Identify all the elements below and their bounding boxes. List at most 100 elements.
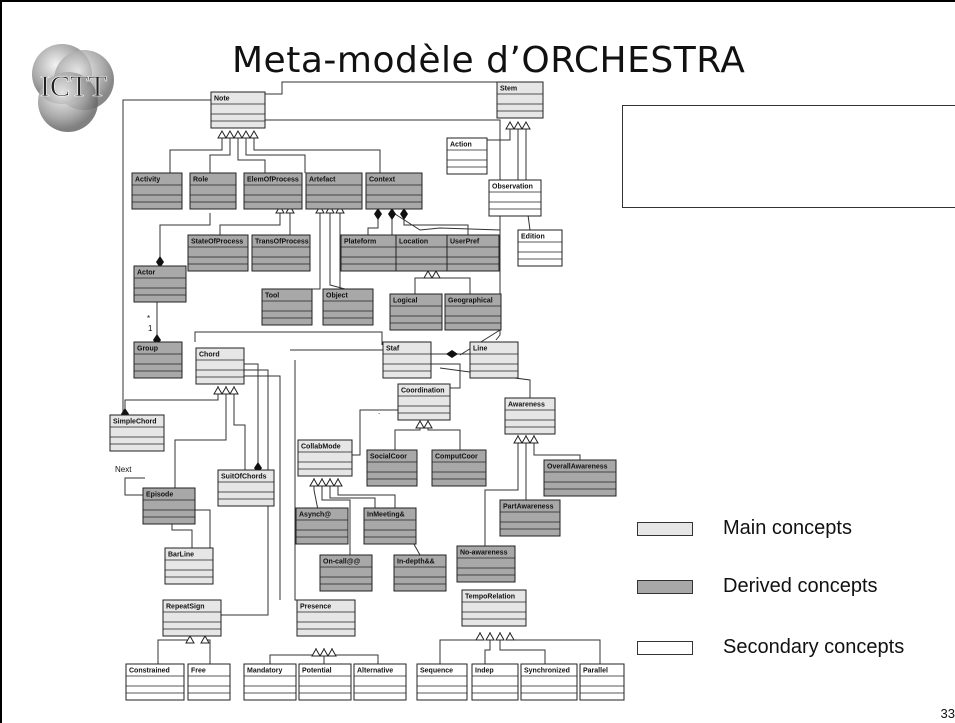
uml-class-bar-line[interactable]: BarLine — [164, 547, 214, 585]
uml-class-note[interactable]: Note — [210, 91, 266, 129]
uml-class-box — [162, 599, 222, 637]
uml-class-box — [340, 234, 398, 272]
uml-class-name: Note — [214, 96, 230, 103]
uml-class-box — [319, 554, 373, 592]
uml-class-name: BarLine — [168, 552, 194, 559]
uml-class-name: Actor — [137, 270, 156, 277]
uml-class-sequence[interactable]: Sequence — [416, 663, 468, 701]
uml-class-box — [446, 234, 500, 272]
uml-class-box — [187, 663, 231, 701]
uml-class-object[interactable]: Object — [322, 288, 374, 326]
uml-class-collab-mode[interactable]: CollabMode — [297, 439, 353, 477]
uml-class-box — [446, 137, 488, 175]
uml-class-action[interactable]: Action — [446, 137, 488, 175]
uml-class-actor[interactable]: Actor — [133, 265, 187, 303]
uml-class-box — [579, 663, 625, 701]
uml-class-social-coor[interactable]: SocialCoor — [366, 449, 418, 487]
uml-class-role[interactable]: Role — [189, 172, 237, 210]
uml-class-name: Line — [473, 346, 487, 353]
uml-class-awareness[interactable]: Awareness — [504, 397, 556, 435]
uml-class-name: Stem — [500, 86, 517, 93]
uml-class-name: Object — [326, 293, 348, 300]
uml-class-box — [543, 459, 617, 497]
uml-class-tool[interactable]: Tool — [261, 288, 313, 326]
uml-class-location[interactable]: Location — [395, 234, 451, 272]
uml-class-presence[interactable]: Presence — [296, 599, 356, 637]
empty-text-box[interactable] — [622, 105, 955, 208]
uml-class-synchronized[interactable]: Synchronized — [520, 663, 578, 701]
uml-class-box — [189, 172, 237, 210]
uml-class-simple-chord[interactable]: SimpleChord — [109, 414, 165, 452]
uml-class-name: Group — [137, 346, 158, 353]
uml-class-elem-of-process[interactable]: ElemOfProcess — [243, 172, 303, 210]
uml-class-box — [210, 91, 266, 129]
uml-class-box — [305, 172, 363, 210]
uml-class-box — [243, 172, 303, 210]
uml-class-line[interactable]: Line — [469, 341, 519, 379]
uml-class-name: SuitOfChords — [221, 474, 267, 481]
uml-class-box — [298, 663, 352, 701]
uml-class-stem[interactable]: Stem — [496, 81, 544, 119]
uml-class-box — [164, 547, 214, 585]
uml-class-indep[interactable]: Indep — [471, 663, 519, 701]
uml-class-asynch[interactable]: Asynch@ — [295, 507, 349, 545]
uml-class-box — [297, 439, 353, 477]
uml-class-artefact[interactable]: Artefact — [305, 172, 363, 210]
uml-class-plateform[interactable]: Plateform — [340, 234, 398, 272]
uml-class-name: Indep — [475, 668, 494, 675]
uml-class-constrained[interactable]: Constrained — [125, 663, 185, 701]
uml-class-name: TransOfProcess — [255, 239, 309, 246]
uml-class-box — [125, 663, 185, 701]
uml-class-context[interactable]: Context — [365, 172, 423, 210]
uml-class-box — [187, 234, 249, 272]
uml-class-name: Action — [450, 142, 472, 149]
legend-swatch-derived — [637, 579, 693, 594]
uml-class-trans-of-process[interactable]: TransOfProcess — [251, 234, 311, 272]
uml-class-chord[interactable]: Chord — [195, 347, 245, 385]
uml-class-box — [363, 507, 417, 545]
uml-class-parallel[interactable]: Parallel — [579, 663, 625, 701]
uml-class-box — [295, 507, 349, 545]
uml-class-free[interactable]: Free — [187, 663, 231, 701]
uml-class-staf[interactable]: Staf — [382, 341, 432, 379]
uml-class-box — [131, 172, 183, 210]
uml-class-name: Chord — [199, 352, 220, 359]
uml-class-alternative[interactable]: Alternative — [353, 663, 407, 701]
uml-class-box — [469, 341, 519, 379]
legend-label-main: Main concepts — [723, 517, 852, 539]
uml-class-edition[interactable]: Edition — [517, 229, 563, 267]
uml-class-coordination[interactable]: Coordination — [397, 383, 451, 421]
uml-class-box — [456, 545, 516, 583]
uml-class-in-meeting[interactable]: InMeeting& — [363, 507, 417, 545]
uml-class-geographical[interactable]: Geographical — [444, 293, 502, 331]
uml-class-episode[interactable]: Episode — [142, 487, 196, 525]
uml-class-no-awareness[interactable]: No-awareness — [456, 545, 516, 583]
uml-class-mandatory[interactable]: Mandatory — [243, 663, 297, 701]
ictt-logo: ICTT — [32, 44, 114, 132]
uml-class-in-depth[interactable]: In-depth&& — [393, 554, 447, 592]
uml-class-tempo-relation[interactable]: TempoRelation — [461, 589, 527, 627]
legend-main: Main concepts — [637, 517, 852, 540]
uml-class-group[interactable]: Group — [133, 341, 183, 379]
next-label: Next — [115, 465, 132, 474]
uml-class-name: No-awareness — [460, 550, 508, 557]
uml-class-comput-coor[interactable]: ComputCoor — [431, 449, 487, 487]
uml-class-name: Location — [399, 239, 428, 246]
uml-class-suit-of-chords[interactable]: SuitOfChords — [217, 469, 275, 507]
uml-class-user-pref[interactable]: UserPref — [446, 234, 500, 272]
uml-class-name: Presence — [300, 604, 331, 611]
uml-class-overall-awareness[interactable]: OverallAwareness — [543, 459, 617, 497]
uml-class-observation[interactable]: Observation — [488, 179, 542, 217]
uml-class-logical[interactable]: Logical — [389, 293, 443, 331]
uml-class-on-call[interactable]: On-call@@ — [319, 554, 373, 592]
uml-class-name: Staf — [386, 346, 400, 353]
uml-class-activity[interactable]: Activity — [131, 172, 183, 210]
uml-class-state-of-process[interactable]: StateOfProcess — [187, 234, 249, 272]
uml-class-box — [393, 554, 447, 592]
uml-class-part-awareness[interactable]: PartAwareness — [499, 499, 561, 537]
uml-class-potential[interactable]: Potential — [298, 663, 352, 701]
slide-title: Meta-modèle d’ORCHESTRA — [232, 40, 746, 81]
uml-class-repeat-sign[interactable]: RepeatSign — [162, 599, 222, 637]
uml-class-name: Logical — [393, 298, 418, 305]
